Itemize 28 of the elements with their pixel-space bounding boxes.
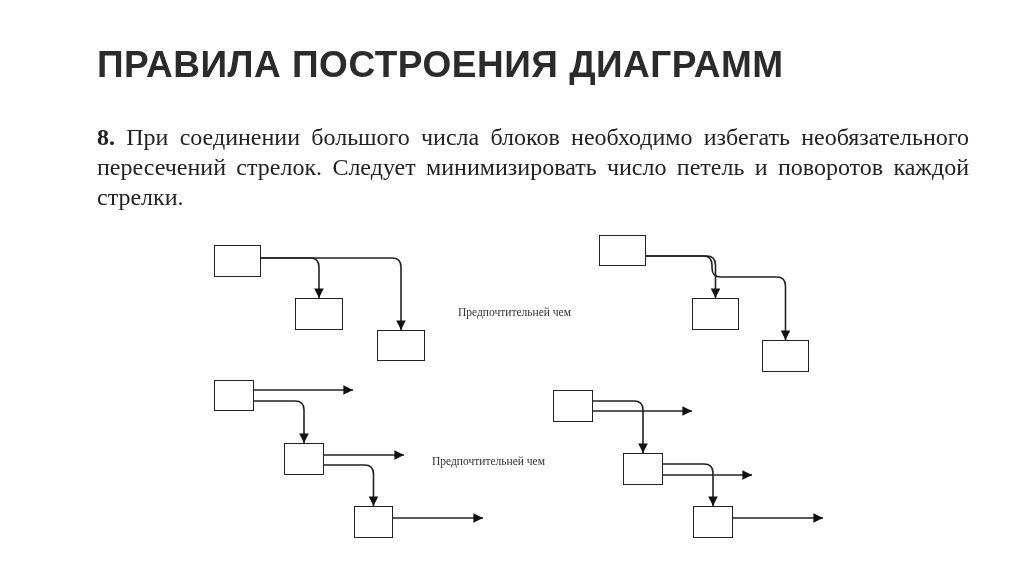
body-paragraph: 8. При соединении большого числа блоков необходимо избегать необязательного пересечений стрелок. Следует минимизировать число петель и поворотов каждой стрелки.	[97, 123, 969, 212]
arrow	[662, 470, 753, 480]
process-box	[214, 380, 254, 411]
process-box	[295, 298, 343, 330]
arrow	[592, 400, 648, 454]
arrow	[645, 255, 791, 341]
comparison-caption: Предпочтительней чем	[458, 306, 571, 318]
arrow	[253, 400, 309, 444]
arrow	[592, 406, 693, 416]
process-box	[284, 443, 324, 475]
arrow	[662, 463, 718, 507]
process-box	[762, 340, 809, 372]
process-box	[693, 506, 733, 538]
arrow	[323, 450, 405, 460]
arrow	[392, 513, 484, 523]
arrow	[260, 257, 406, 331]
process-box	[214, 245, 261, 277]
arrow	[732, 513, 824, 523]
comparison-caption: Предпочтительней чем	[432, 455, 545, 467]
process-box	[599, 235, 646, 266]
arrow	[253, 385, 354, 395]
process-box	[692, 298, 739, 330]
process-box	[553, 390, 593, 422]
process-box	[623, 453, 663, 485]
slide-title: ПРАВИЛА ПОСТРОЕНИЯ ДИАГРАММ	[97, 44, 784, 86]
process-box	[377, 330, 425, 361]
process-box	[354, 506, 393, 538]
arrow	[323, 464, 379, 507]
